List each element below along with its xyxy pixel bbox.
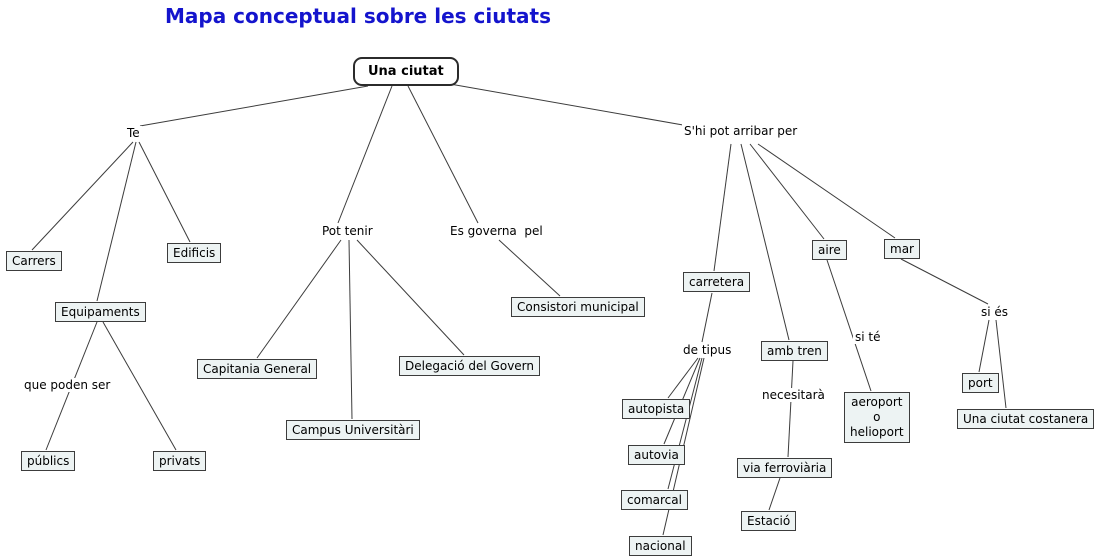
node-publics[interactable]: públics — [21, 451, 76, 471]
link-necesitara[interactable]: necesitarà — [760, 388, 827, 402]
link-de-tipus[interactable]: de tipus — [681, 343, 734, 357]
edge-de-tipus-comarcal — [667, 357, 703, 490]
edge-root-pot-tenir — [337, 85, 393, 224]
node-mar[interactable]: mar — [884, 239, 920, 259]
link-si-te[interactable]: si té — [853, 330, 883, 344]
link-es-governa-pel[interactable]: Es governa pel — [448, 224, 545, 238]
link-pot-tenir[interactable]: Pot tenir — [320, 224, 375, 238]
edge-arribar-carretera — [713, 143, 732, 272]
node-autopista[interactable]: autopista — [622, 399, 691, 419]
edge-pot-tenir-delegacio — [356, 239, 465, 356]
edge-si-es-costanera — [995, 319, 1007, 409]
edge-arribar-mar — [757, 143, 896, 239]
edge-arribar-amb-tren — [740, 143, 790, 341]
edge-root-arribar — [449, 83, 701, 129]
node-una-ciutat-costanera[interactable]: Una ciutat costanera — [957, 409, 1095, 429]
edge-es-governa-consistori — [498, 239, 561, 297]
node-aire[interactable]: aire — [812, 240, 847, 260]
node-delegacio-del-govern[interactable]: Delegació del Govern — [399, 356, 540, 376]
node-privats[interactable]: privats — [153, 451, 207, 471]
edge-carretera-de-tipus — [701, 292, 713, 343]
node-comarcal[interactable]: comarcal — [621, 490, 688, 510]
node-nacional[interactable]: nacional — [629, 536, 692, 556]
edge-aire-aeroport — [826, 259, 872, 392]
edge-equipaments-privats — [102, 321, 177, 451]
node-port[interactable]: port — [962, 373, 999, 393]
edge-pot-tenir-campus — [348, 239, 353, 420]
node-estacio[interactable]: Estació — [741, 511, 797, 531]
node-aeroport-o-helioport[interactable]: aeroport o helioport — [844, 392, 910, 443]
edge-te-carrers — [31, 141, 134, 251]
edge-root-es-governa — [407, 85, 479, 224]
node-una-ciutat[interactable]: Una ciutat — [353, 57, 459, 86]
link-shi-pot-arribar-per[interactable]: S'hi pot arribar per — [682, 124, 800, 138]
node-edificis[interactable]: Edificis — [167, 243, 222, 263]
edge-de-tipus-autopista — [667, 357, 699, 399]
edge-pot-tenir-capitania — [256, 239, 342, 359]
edge-root-te — [139, 85, 369, 127]
edge-si-es-port — [978, 319, 990, 373]
edge-te-equipaments — [96, 141, 137, 302]
edge-mar-si-es — [900, 258, 989, 305]
node-autovia[interactable]: autovia — [628, 445, 685, 465]
node-via-ferroviaria[interactable]: via ferroviària — [737, 458, 833, 478]
node-equipaments[interactable]: Equipaments — [55, 302, 146, 322]
edge-via-ferroviaria-estacio — [768, 477, 781, 511]
node-capitania-general[interactable]: Capitania General — [197, 359, 318, 379]
map-title: Mapa conceptual sobre les ciutats — [165, 4, 551, 28]
edge-te-edificis — [138, 141, 191, 243]
node-amb-tren[interactable]: amb tren — [761, 341, 828, 361]
link-si-es[interactable]: si és — [979, 305, 1011, 319]
link-te[interactable]: Te — [125, 126, 142, 140]
node-campus-universitari[interactable]: Campus Universitàri — [286, 420, 420, 440]
link-que-poden-ser[interactable]: que poden ser — [22, 378, 113, 392]
edge-arribar-aire — [749, 143, 825, 240]
edge-amb-tren-via-ferroviaria — [787, 360, 794, 458]
node-carretera[interactable]: carretera — [683, 272, 751, 292]
node-carrers[interactable]: Carrers — [6, 251, 62, 271]
node-consistori-municipal[interactable]: Consistori municipal — [511, 297, 645, 317]
